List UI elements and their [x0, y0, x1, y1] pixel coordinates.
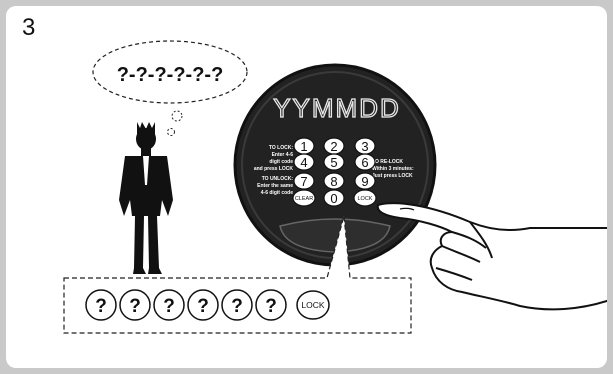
- keypad-key-label: 5: [330, 155, 337, 170]
- to-lock-line-4: and press LOCK: [254, 166, 294, 172]
- lock-display-text: YYMMDD: [273, 93, 401, 123]
- to-unlock-line-1: TO UNLOCK:: [262, 176, 294, 182]
- keypad-key[interactable]: 4: [293, 153, 315, 171]
- lock-instructions: TO LOCK: Enter 4-6 digit code and press …: [254, 145, 294, 196]
- to-relock-line-2: Within 3 minutes:: [372, 166, 414, 172]
- keypad-key-label: 4: [300, 155, 307, 170]
- to-unlock-line-3: 4-6 digit code: [261, 190, 293, 196]
- code-slot: ?: [221, 289, 253, 321]
- keypad-key-label: 2: [330, 139, 337, 154]
- keypad-key[interactable]: 9: [354, 172, 376, 190]
- lock-instruction-diagram: ?-?-?-?-?-? YYMMDD: [63, 40, 607, 334]
- lock-key-step: LOCK: [296, 290, 330, 320]
- person-silhouette: [119, 122, 173, 274]
- code-slot: ?: [187, 289, 219, 321]
- step-number: 3: [22, 14, 36, 41]
- keypad-key-label: 9: [361, 174, 368, 189]
- to-unlock-line-2: Enter the same: [257, 183, 293, 189]
- thought-code-text: ?-?-?-?-?-?: [117, 64, 224, 86]
- relock-instructions: TO RE-LOCK Within 3 minutes: Just press …: [372, 159, 414, 179]
- to-lock-line-1: TO LOCK:: [269, 145, 293, 151]
- keypad-key-label: 7: [300, 174, 307, 189]
- keypad-key[interactable]: 6: [354, 153, 376, 171]
- lock-handle-recess: [279, 218, 391, 253]
- to-relock-line-1: TO RE-LOCK: [372, 159, 403, 165]
- keypad-key-label: 8: [330, 174, 337, 189]
- keypad-key[interactable]: 1: [293, 137, 315, 155]
- keypad-key-label: 3: [361, 139, 368, 154]
- keypad-key-label: CLEAR: [295, 196, 313, 202]
- to-lock-line-3: digit code: [269, 159, 293, 165]
- to-relock-line-3: Just press LOCK: [372, 173, 413, 179]
- to-lock-line-2: Enter 4-6: [272, 152, 294, 158]
- keypad-key-label: 0: [330, 191, 337, 206]
- code-slot-label: ?: [231, 296, 243, 317]
- keypad-key-label: LOCK: [358, 196, 373, 202]
- code-slot-label: ?: [95, 296, 107, 317]
- code-sequence: ?????? LOCK: [85, 289, 330, 321]
- illustration-panel: 3 ?-?-?-?-?-?: [6, 6, 607, 368]
- thought-dot-small: [167, 128, 175, 136]
- keypad-key-label: 1: [300, 139, 307, 154]
- code-slot-label: ?: [163, 296, 175, 317]
- keypad-key[interactable]: 8: [323, 172, 345, 190]
- code-slot-label: ?: [265, 296, 277, 317]
- code-slot: ?: [153, 289, 185, 321]
- keypad-key[interactable]: 7: [293, 172, 315, 190]
- keypad-key[interactable]: CLEAR: [292, 189, 316, 207]
- code-slot: ?: [119, 289, 151, 321]
- keypad-key[interactable]: LOCK: [353, 189, 377, 207]
- keypad-key[interactable]: 2: [323, 137, 345, 155]
- code-slot: ?: [85, 289, 117, 321]
- keypad-key[interactable]: 0: [323, 189, 345, 207]
- code-slot-label: ?: [197, 296, 209, 317]
- code-slot: ?: [255, 289, 287, 321]
- keypad-key-label: 6: [361, 155, 368, 170]
- thought-dot-large: [171, 110, 183, 122]
- keypad-key[interactable]: 5: [323, 153, 345, 171]
- code-slot-label: ?: [129, 296, 141, 317]
- thought-bubble: ?-?-?-?-?-?: [92, 40, 248, 136]
- keypad-key[interactable]: 3: [354, 137, 376, 155]
- pointing-hand: [376, 202, 607, 311]
- lock-key-step-label: LOCK: [301, 300, 324, 310]
